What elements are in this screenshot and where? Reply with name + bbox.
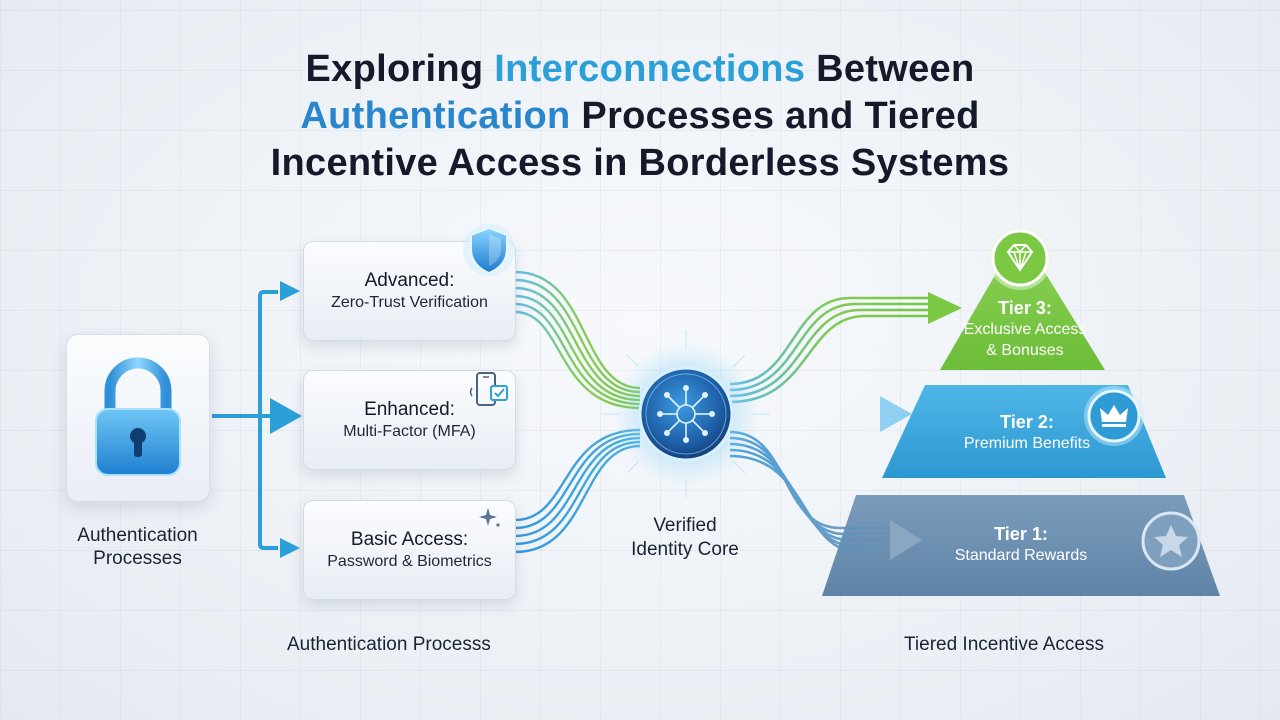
card-title: Advanced: xyxy=(364,270,455,291)
card-subtitle: Multi-Factor (MFA) xyxy=(343,423,476,440)
title-segment: Interconnections xyxy=(494,48,806,90)
tier-description: Exclusive Access xyxy=(963,321,1087,338)
tier-1-text: Tier 1: Standard Rewards xyxy=(926,523,1116,566)
arrowhead-tier-3 xyxy=(928,292,962,324)
tier-2-text: Tier 2: Premium Benefits xyxy=(932,411,1122,454)
left-label-line1: Authentication xyxy=(77,525,198,546)
card-subtitle: Zero-Trust Verification xyxy=(331,294,488,311)
authentication-processes-label: Authentication Processes xyxy=(50,524,225,570)
tier-name: Tier 1: xyxy=(994,524,1048,544)
verified-identity-core-label: Verified Identity Core xyxy=(610,514,760,562)
tier-name: Tier 3: xyxy=(998,298,1052,318)
tier-3-shape xyxy=(940,232,1105,370)
hub-label-line1: Verified xyxy=(653,515,717,536)
phone-check-icon xyxy=(469,372,508,406)
sparkle-icon xyxy=(479,508,500,527)
padlock-icon xyxy=(95,357,181,476)
network-hub-icon xyxy=(602,330,770,498)
arrowhead-tier-1 xyxy=(890,520,922,560)
left-label-line2: Processes xyxy=(93,548,182,569)
card-enhanced[interactable]: Enhanced: Multi-Factor (MFA) xyxy=(303,370,516,470)
shield-icon xyxy=(463,224,515,276)
tier-3-text: Tier 3: Exclusive Access & Bonuses xyxy=(930,297,1120,361)
crown-icon xyxy=(1084,386,1144,446)
bottom-label-auth: Authentication Processs xyxy=(287,634,491,655)
tier-description-2: & Bonuses xyxy=(986,342,1064,359)
diamond-icon xyxy=(988,226,1052,290)
arrowhead-top xyxy=(280,281,300,301)
lock-card xyxy=(66,334,210,502)
stream-basic xyxy=(514,428,641,554)
tier-description: Standard Rewards xyxy=(954,547,1088,564)
arrowhead-mid xyxy=(270,398,302,434)
arrowhead-bottom xyxy=(280,538,300,558)
title-segment: Incentive Access in Borderless Systems xyxy=(270,142,1010,184)
stream-tier-3 xyxy=(729,296,935,404)
hub-label-line2: Identity Core xyxy=(631,539,739,560)
title-segment: Processes and Tiered xyxy=(570,95,980,137)
arrowhead-tier-2 xyxy=(880,396,912,432)
tier-description: Premium Benefits xyxy=(963,435,1091,452)
title-segment: Authentication xyxy=(300,95,571,137)
star-icon xyxy=(1141,511,1201,571)
tier-1-shape xyxy=(822,495,1220,596)
card-subtitle: Password & Biometrics xyxy=(327,553,492,570)
title-segment: Exploring xyxy=(305,48,495,90)
card-title: Basic Access: xyxy=(350,529,469,550)
stream-advanced xyxy=(514,270,641,410)
card-title: Enhanced: xyxy=(364,399,455,420)
title-segment: Between xyxy=(805,48,975,90)
bottom-label-tiers: Tiered Incentive Access xyxy=(904,634,1104,655)
tier-name: Tier 2: xyxy=(1000,412,1054,432)
